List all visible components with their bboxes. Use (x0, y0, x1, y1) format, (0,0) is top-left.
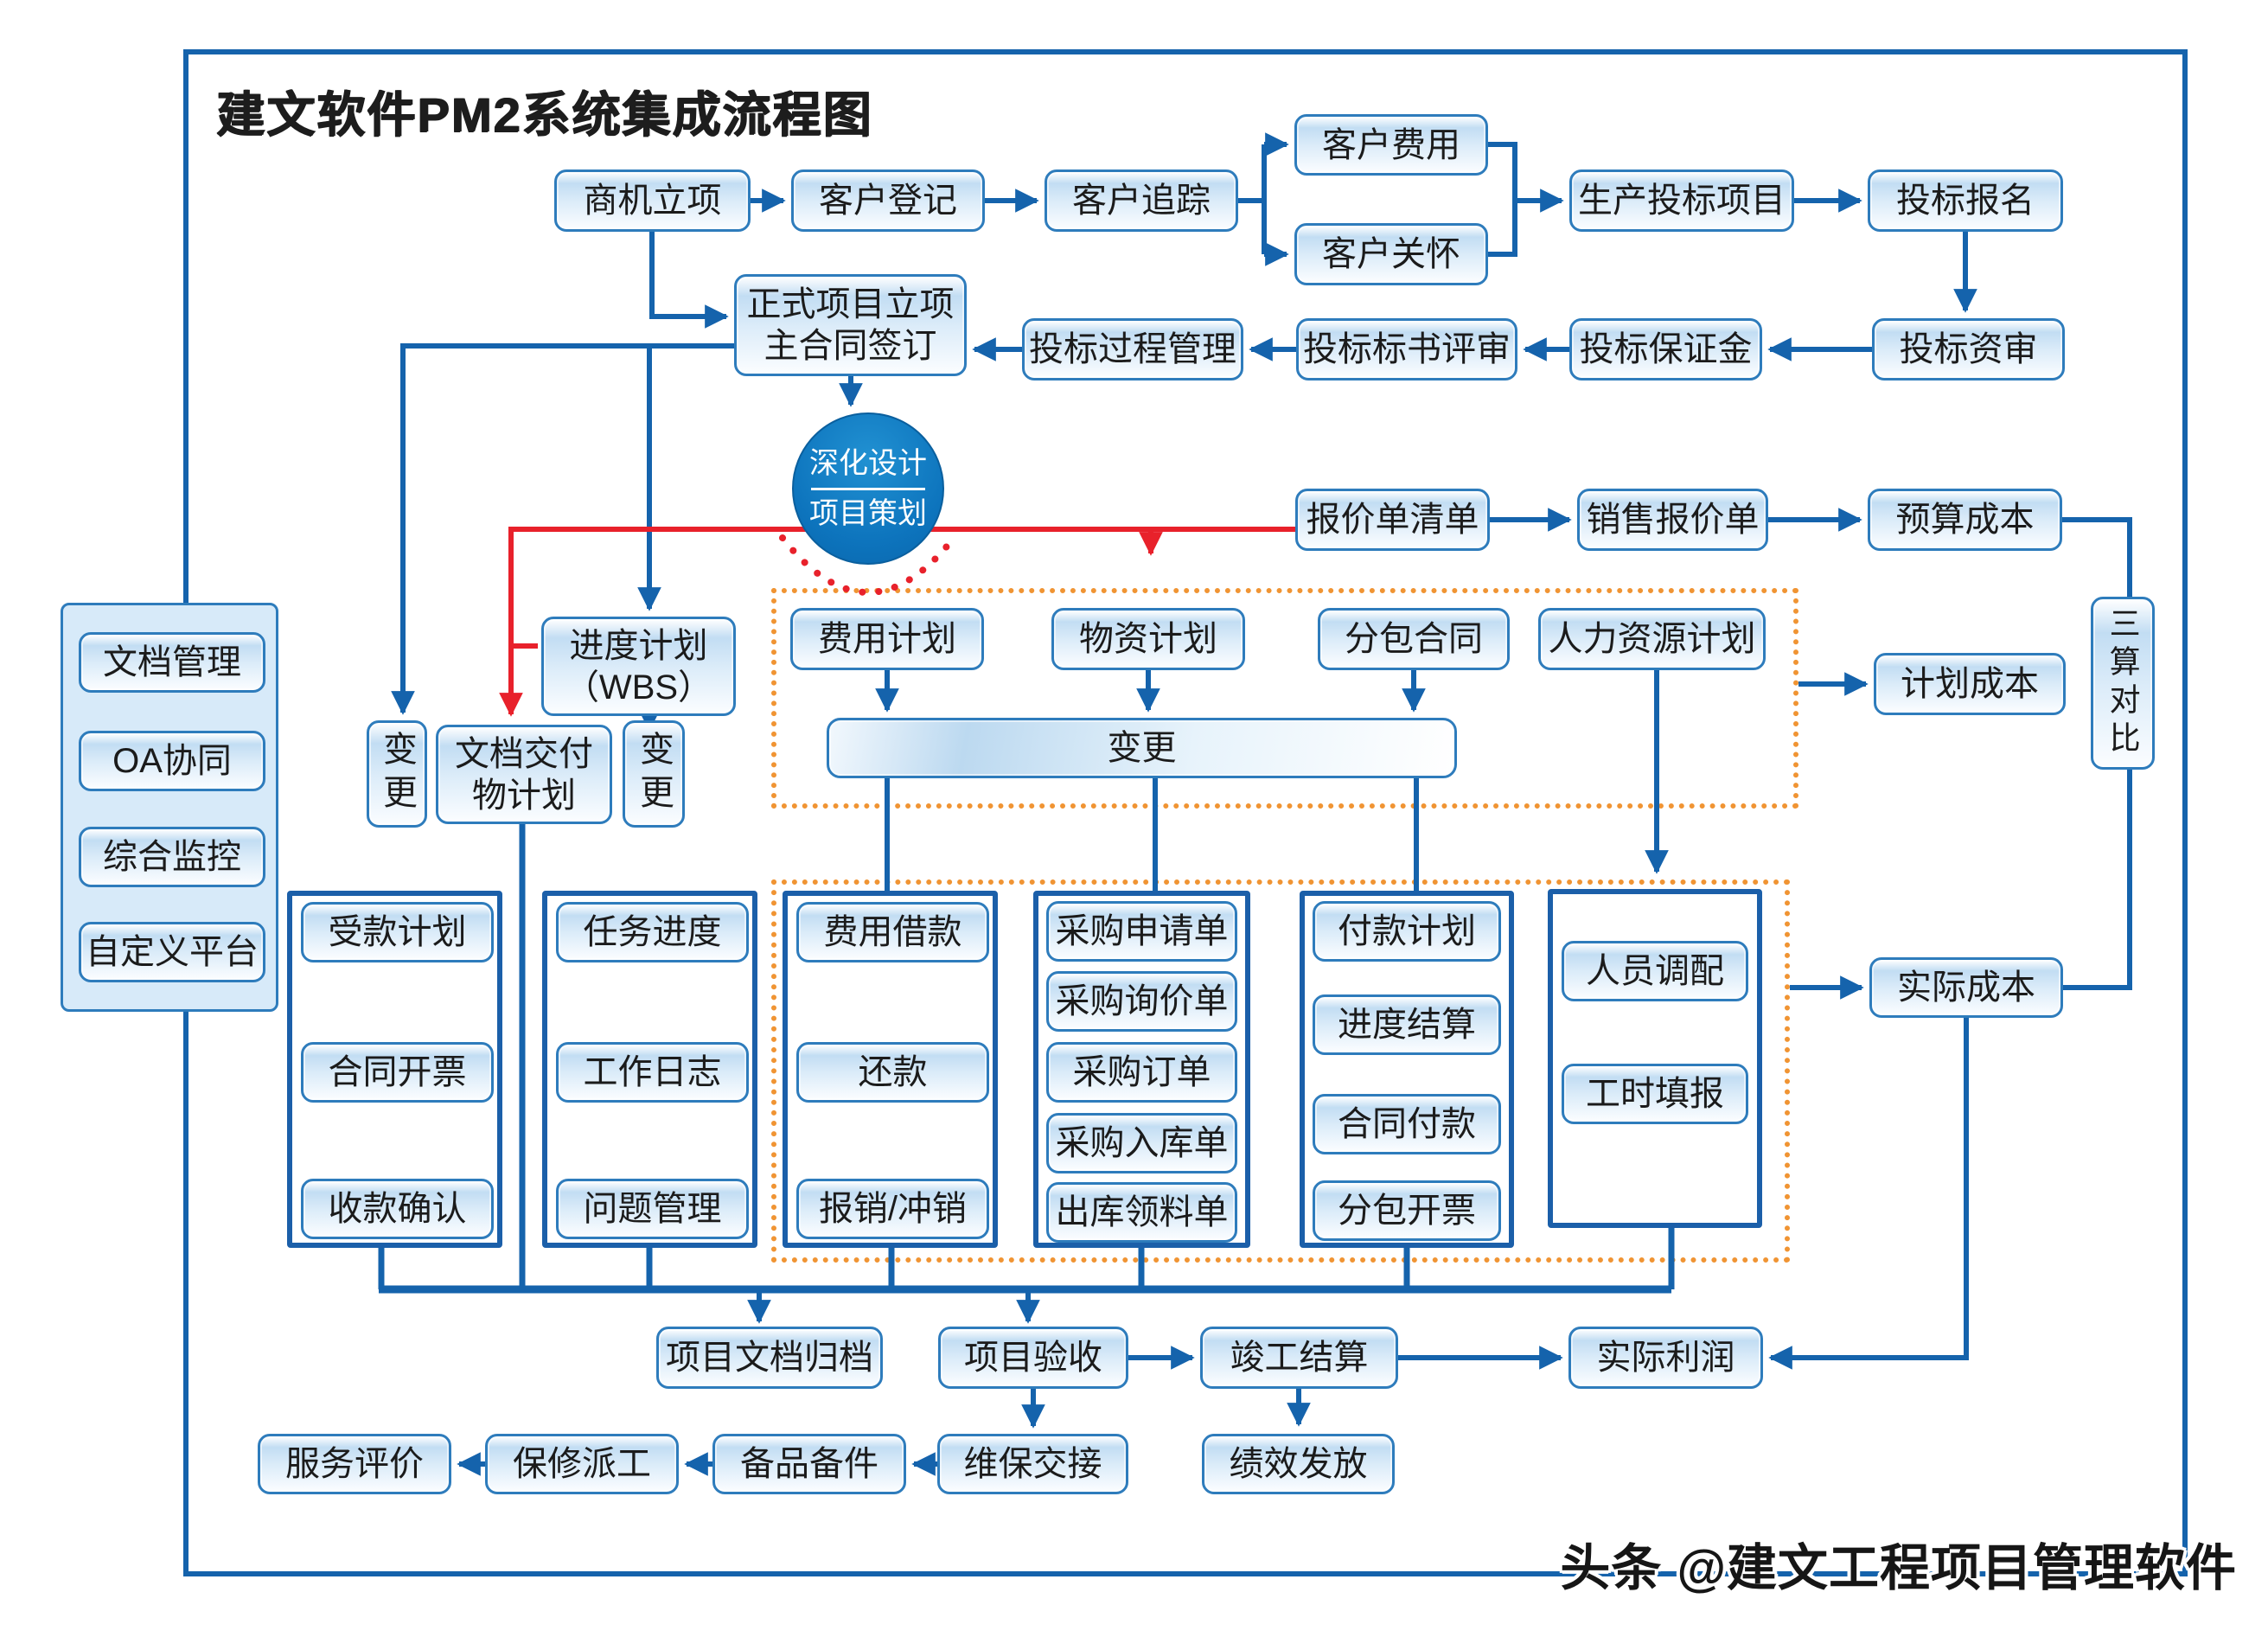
node-actual-profit: 实际利润 (1568, 1327, 1763, 1389)
node-change-mid: 变更 (623, 720, 685, 828)
node-project-document-archive: 项目文档归档 (656, 1327, 883, 1389)
node-document-deliverable-plan: 文档交付 物计划 (436, 725, 612, 824)
node-material-plan: 物资计划 (1051, 608, 1245, 670)
node-purchase-inquiry: 采购询价单 (1046, 971, 1237, 1032)
node-project-acceptance: 项目验收 (938, 1327, 1128, 1389)
node-purchase-order: 采购订单 (1046, 1042, 1237, 1103)
node-repayment: 还款 (796, 1042, 989, 1103)
node-three-cost-comparison: 三算对比 (2091, 597, 2155, 770)
node-payment-plan: 付款计划 (1313, 901, 1501, 962)
circle-divider (811, 487, 925, 490)
node-bid-qualification-review: 投标资审 (1872, 318, 2065, 380)
node-maintenance-handover: 维保交接 (937, 1434, 1128, 1494)
sidebar-item-custom-platform: 自定义平台 (79, 922, 265, 982)
node-customer-care: 客户关怀 (1294, 223, 1488, 285)
sidebar-item-integrated-monitoring: 综合监控 (79, 827, 265, 887)
node-quotation-list: 报价单清单 (1295, 489, 1490, 551)
node-change-left: 变更 (367, 720, 427, 828)
node-work-log: 工作日志 (556, 1042, 749, 1103)
sidebar-item-oa-collaboration: OA协同 (79, 731, 265, 791)
node-subcontract-invoicing: 分包开票 (1313, 1180, 1501, 1241)
node-create-bid-project: 生产投标项目 (1569, 169, 1794, 232)
node-bid-signup: 投标报名 (1868, 169, 2063, 232)
node-task-progress: 任务进度 (556, 902, 749, 962)
circle-line1: 深化设计 (809, 446, 927, 480)
node-bid-process-management: 投标过程管理 (1022, 318, 1243, 380)
circle-line2: 项目策划 (809, 496, 927, 530)
watermark-text: 头条 @建文工程项目管理软件 (1560, 1540, 2237, 1596)
node-service-evaluation: 服务评价 (258, 1434, 451, 1494)
node-issue-management: 问题管理 (556, 1179, 749, 1239)
node-receipt-plan: 受款计划 (301, 902, 494, 962)
node-budget-cost: 预算成本 (1868, 489, 2062, 551)
hr-column-container (1548, 889, 1762, 1228)
node-purchase-request: 采购申请单 (1046, 901, 1237, 962)
node-contract-invoicing: 合同开票 (301, 1042, 494, 1103)
node-business-opportunity: 商机立项 (554, 169, 751, 232)
node-expense-loan: 费用借款 (796, 902, 989, 962)
node-spare-parts: 备品备件 (712, 1434, 906, 1494)
node-progress-settlement: 进度结算 (1313, 994, 1501, 1055)
node-warranty-dispatch: 保修派工 (485, 1434, 679, 1494)
node-bid-deposit: 投标保证金 (1569, 318, 1762, 380)
node-purchase-receipt: 采购入库单 (1046, 1113, 1237, 1173)
node-subcontract: 分包合同 (1318, 608, 1510, 670)
node-timesheet: 工时填报 (1562, 1064, 1748, 1124)
node-planned-cost: 计划成本 (1874, 653, 2066, 715)
node-customer-registration: 客户登记 (791, 169, 985, 232)
sidebar: 文档管理 OA协同 综合监控 自定义平台 (61, 603, 278, 1012)
node-customer-tracking: 客户追踪 (1045, 169, 1238, 232)
node-performance-payout: 绩效发放 (1202, 1434, 1395, 1494)
node-receipt-confirmation: 收款确认 (301, 1179, 494, 1239)
node-staff-allocation: 人员调配 (1562, 941, 1748, 1001)
sidebar-item-document-management: 文档管理 (79, 632, 265, 693)
node-bid-document-review: 投标标书评审 (1296, 318, 1517, 380)
node-customer-expense: 客户费用 (1294, 114, 1488, 176)
page-title: 建文软件PM2系统集成流程图 (216, 87, 873, 142)
node-formal-project-contract: 正式项目立项 主合同签订 (734, 274, 967, 376)
node-design-planning-circle: 深化设计 项目策划 (792, 412, 944, 565)
node-expense-plan: 费用计划 (790, 608, 984, 670)
node-actual-cost: 实际成本 (1869, 957, 2063, 1018)
node-sales-quotation: 销售报价单 (1577, 489, 1768, 551)
node-reimbursement-writeoff: 报销/冲销 (796, 1179, 989, 1239)
node-hr-plan: 人力资源计划 (1538, 608, 1766, 670)
node-change-bar: 变更 (827, 718, 1457, 778)
node-completion-settlement: 竣工结算 (1200, 1327, 1398, 1389)
node-warehouse-issue: 出库领料单 (1046, 1182, 1237, 1243)
node-schedule-plan-wbs: 进度计划 （WBS） (541, 617, 736, 716)
node-contract-payment: 合同付款 (1313, 1094, 1501, 1154)
